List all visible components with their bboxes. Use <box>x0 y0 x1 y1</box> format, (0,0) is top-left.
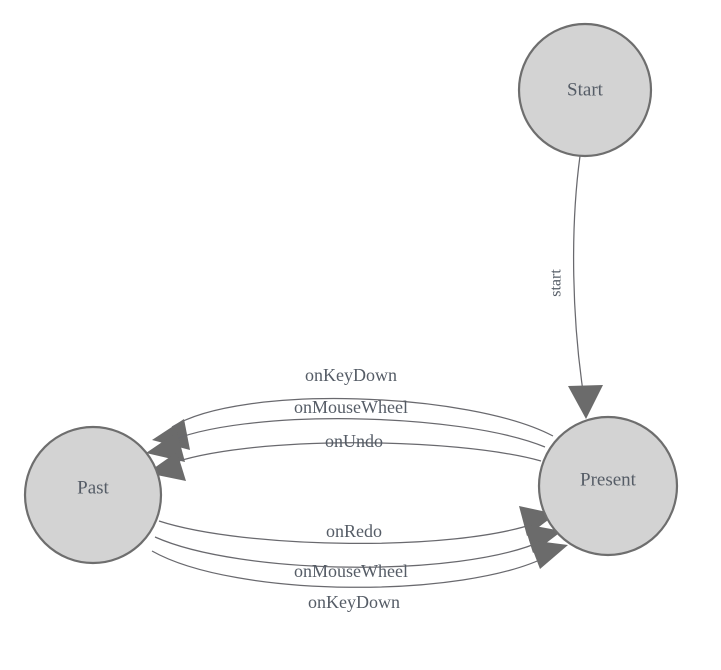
node-present-label: Present <box>580 469 637 490</box>
edge-past-to-present-onkeydown-path <box>151 550 549 588</box>
edge-past-to-present-onredo[interactable]: onRedo <box>158 506 556 544</box>
edge-present-to-past-onmousewheel[interactable]: onMouseWheel <box>146 397 546 462</box>
edge-present-to-past-onkeydown-path <box>171 398 554 437</box>
edge-present-to-past-onundo[interactable]: onUndo <box>147 431 542 481</box>
edge-present-to-past-onkeydown-label: onKeyDown <box>305 365 397 385</box>
edge-present-to-past-onundo-path <box>166 442 542 466</box>
edge-past-to-present-onkeydown-arrowhead <box>529 540 568 569</box>
edge-present-to-past-onmousewheel-label: onMouseWheel <box>294 397 408 417</box>
edge-present-to-past-onkeydown[interactable]: onKeyDown <box>152 365 554 450</box>
edge-start-to-present-arrowhead <box>568 385 603 419</box>
edge-past-to-present-onmousewheel-path <box>154 536 543 568</box>
edge-start-to-present-label: start <box>548 269 565 297</box>
edge-present-to-past-onmousewheel-path <box>165 418 546 448</box>
node-past-circle <box>23 425 163 565</box>
edge-past-to-present-onredo-path <box>158 520 537 544</box>
edge-start-to-present[interactable]: start <box>548 155 603 419</box>
edge-past-to-present-onredo-label: onRedo <box>326 521 382 541</box>
node-present[interactable]: Present <box>537 415 679 557</box>
node-start[interactable]: Start <box>517 22 653 158</box>
edge-past-to-present-onkeydown-label: onKeyDown <box>308 592 400 612</box>
edge-past-to-present-onmousewheel-label: onMouseWheel <box>294 561 408 581</box>
edge-present-to-past-onundo-label: onUndo <box>325 431 383 451</box>
node-present-circle <box>537 415 679 557</box>
edge-past-to-present-onkeydown[interactable]: onKeyDown <box>151 540 568 612</box>
node-start-label: Start <box>567 79 604 100</box>
node-past-label: Past <box>77 477 109 498</box>
node-past[interactable]: Past <box>23 425 163 565</box>
edge-present-to-past-onkeydown-arrowhead <box>152 419 190 450</box>
node-start-circle <box>517 22 653 158</box>
edge-start-to-present-path <box>572 155 585 399</box>
